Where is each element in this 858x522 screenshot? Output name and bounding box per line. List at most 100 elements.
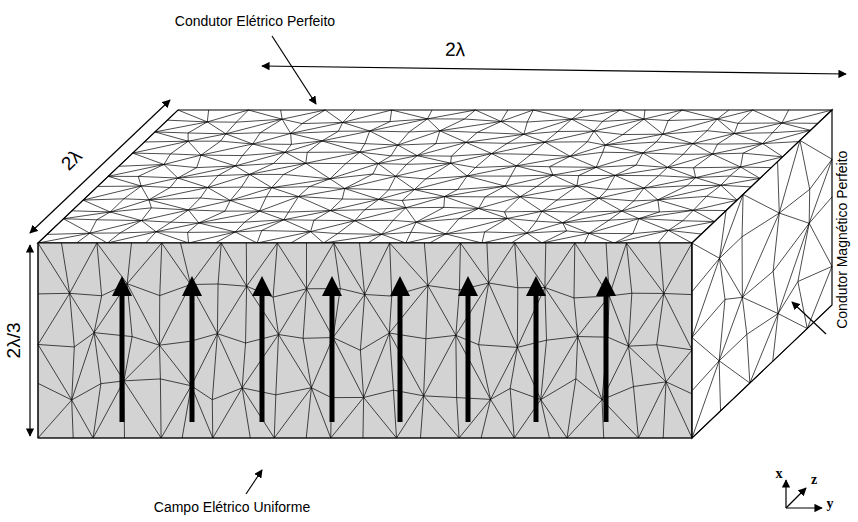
mesh-edge	[124, 438, 161, 439]
mesh-edge	[545, 288, 574, 298]
mesh-edge	[692, 391, 693, 438]
mesh-edge	[524, 122, 527, 134]
mesh-edge	[589, 220, 609, 233]
mesh-edge	[692, 243, 693, 292]
mesh-edge	[373, 164, 378, 174]
mesh-edge	[392, 286, 428, 297]
mesh-edge	[485, 232, 527, 233]
mesh-edge	[657, 345, 692, 350]
mesh-edge	[629, 346, 667, 382]
mesh-edge	[430, 234, 446, 243]
mesh-edge	[738, 110, 753, 123]
mesh-edge	[511, 175, 553, 176]
mesh-edge	[718, 143, 763, 145]
mesh-edge	[370, 131, 410, 133]
mesh-edge	[138, 176, 178, 178]
mesh-edge	[694, 154, 713, 168]
mesh-edge	[273, 297, 278, 334]
mesh-edge	[609, 211, 622, 220]
mesh-edge	[426, 163, 451, 179]
mesh-edge	[800, 140, 810, 189]
mesh-edge	[417, 155, 451, 157]
mesh-edge	[658, 200, 660, 212]
mesh-edge	[614, 230, 668, 243]
mesh-edge	[182, 438, 213, 439]
mesh-edge	[273, 152, 285, 163]
mesh-edge	[717, 119, 734, 133]
mesh-edge	[720, 237, 743, 259]
mesh-edge	[516, 165, 549, 167]
mesh-edge	[416, 208, 479, 222]
mesh-edge	[570, 145, 605, 156]
mesh-edge	[133, 142, 145, 153]
mesh-edge	[563, 211, 622, 223]
mesh-edge	[181, 243, 191, 285]
mesh-edge	[178, 110, 207, 122]
mesh-edge	[306, 163, 330, 178]
mesh-edge	[545, 243, 575, 288]
mesh-edge	[504, 212, 507, 219]
mesh-edge	[644, 110, 645, 119]
mesh-edge	[445, 197, 479, 209]
mesh-edge	[644, 178, 696, 188]
mesh-edge	[242, 388, 250, 438]
mesh-edge	[396, 176, 415, 189]
mesh-edge	[428, 286, 456, 336]
mesh-edge	[178, 178, 208, 187]
mesh-edge	[257, 231, 262, 243]
mesh-edge	[567, 438, 604, 439]
mesh-edge	[492, 153, 531, 155]
mesh-edge	[516, 154, 531, 166]
mesh-edge	[693, 210, 726, 211]
mesh-edge	[83, 200, 110, 212]
mesh-edge	[303, 337, 333, 339]
mesh-edge	[306, 152, 360, 163]
mesh-edge	[120, 232, 156, 233]
mesh-edge	[692, 338, 719, 361]
mesh-edge	[505, 186, 537, 187]
mesh-edge	[720, 194, 744, 258]
mesh-edge	[738, 122, 782, 123]
mesh-edge	[643, 153, 668, 167]
mesh-edge	[242, 343, 245, 388]
mesh-edge	[545, 142, 570, 156]
mesh-edge	[221, 141, 253, 144]
mesh-edge	[235, 232, 257, 243]
mesh-edge	[250, 163, 306, 174]
mesh-edge	[138, 164, 164, 176]
mesh-edge	[93, 381, 124, 438]
mesh-edge	[603, 110, 620, 121]
mesh-edge	[276, 335, 279, 395]
mesh-edge	[414, 190, 444, 197]
mesh-edge	[201, 155, 242, 156]
mesh-edge	[365, 208, 406, 210]
mesh-edge	[38, 344, 39, 383]
mesh-edge	[360, 144, 365, 152]
mesh-edge	[393, 390, 396, 438]
mesh-edge	[693, 143, 718, 145]
mesh-edge	[188, 122, 207, 133]
mesh-edge	[481, 399, 490, 438]
mesh-edge	[298, 197, 330, 211]
mesh-edge	[587, 131, 594, 142]
mesh-edge	[338, 233, 382, 235]
mesh-edge	[226, 122, 237, 134]
mesh-edge	[70, 293, 75, 347]
mesh-edge	[747, 314, 778, 335]
mesh-edge	[282, 110, 325, 119]
mesh-edge	[124, 379, 161, 381]
mesh-edge	[191, 285, 218, 334]
mesh-edge	[402, 197, 444, 201]
mesh-edge	[98, 186, 142, 187]
mesh-edge	[542, 211, 563, 222]
mesh-edge	[272, 188, 299, 197]
mesh-edge	[236, 119, 282, 122]
mesh-edge	[188, 200, 230, 210]
mesh-edge	[779, 213, 809, 223]
mesh-edge	[707, 185, 721, 196]
mesh-edge	[409, 119, 427, 132]
mesh-edge	[38, 233, 90, 243]
mesh-edge	[215, 232, 235, 243]
mesh-edge	[567, 379, 576, 438]
mesh-edge	[398, 131, 440, 145]
